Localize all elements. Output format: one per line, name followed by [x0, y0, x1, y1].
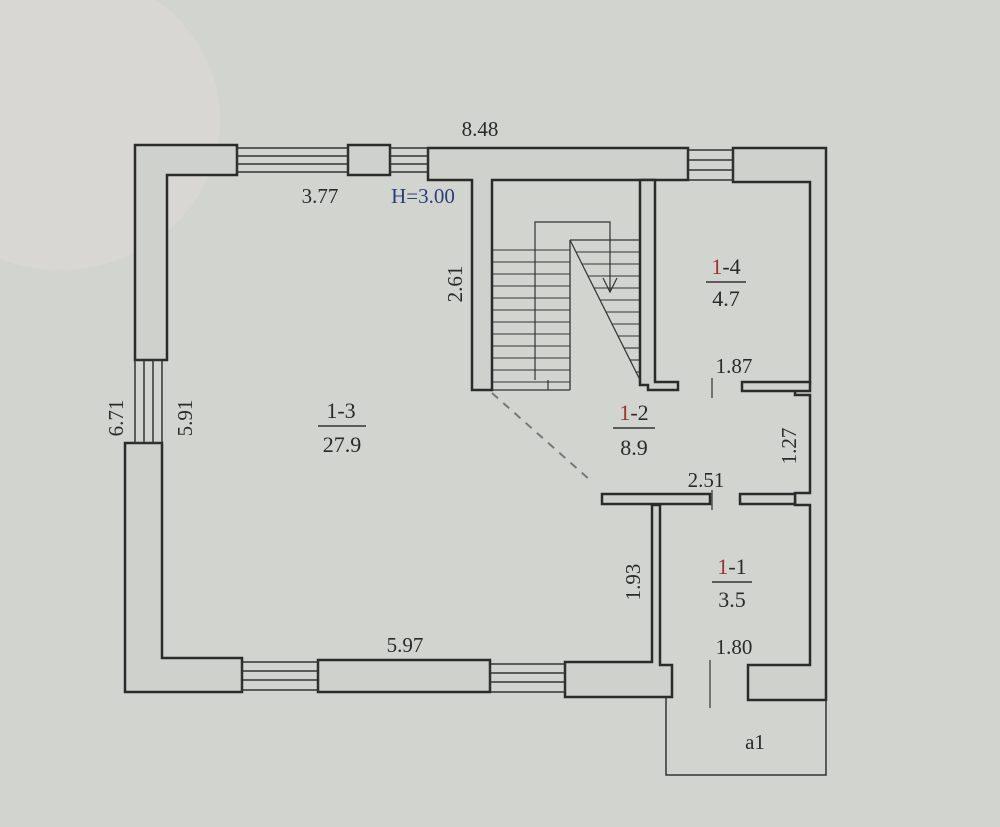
room-1-1-id: 1-1 — [717, 554, 746, 579]
window-bottom-left — [241, 661, 319, 691]
dim-corridor-width: 2.51 — [688, 468, 725, 492]
dim-room4-width: 1.87 — [716, 354, 753, 378]
room-1-3-id: 1-3 — [326, 398, 355, 423]
room-1-2: 1-2 8.9 — [613, 400, 655, 460]
dim-top-inner: 3.77 — [302, 184, 339, 208]
dim-top-outer: 8.48 — [462, 117, 499, 141]
entrance-porch — [665, 697, 827, 776]
walls — [123, 143, 828, 702]
room-1-1-area: 3.5 — [718, 587, 746, 612]
room-1-3: 1-3 27.9 — [318, 398, 366, 457]
height-label: H=3.00 — [391, 184, 455, 208]
room-1-1: 1-1 3.5 — [712, 554, 752, 612]
wall-bottom-pier — [316, 658, 492, 694]
dim-room1-height: 1.93 — [621, 564, 645, 601]
wall-room1-top-left — [600, 492, 712, 506]
dim-bottom-inner: 5.97 — [387, 633, 424, 657]
window-top-right — [687, 149, 734, 181]
dim-left-inner: 5.91 — [173, 400, 197, 437]
window-top-center — [389, 147, 429, 173]
room-1-4-area: 4.7 — [712, 286, 740, 311]
stairs — [492, 239, 640, 391]
wall-stair-right — [638, 178, 680, 392]
dim-corridor-height: 1.27 — [777, 428, 801, 465]
window-top-left — [236, 147, 349, 173]
wall-top-pier — [346, 143, 392, 177]
room-1-4-id: 1-4 — [711, 254, 740, 279]
windows — [134, 147, 734, 693]
wall-room4-bottom — [740, 380, 812, 393]
wall-room1-top-right — [738, 492, 797, 506]
dim-stair-height: 2.61 — [443, 266, 467, 303]
entrance-label: a1 — [745, 730, 765, 754]
dim-room1-width: 1.80 — [716, 635, 753, 659]
room-1-2-id: 1-2 — [619, 400, 648, 425]
room-1-4: 1-4 4.7 — [706, 254, 746, 311]
dashed-boundary-line — [491, 392, 591, 481]
room-1-2-area: 8.9 — [620, 435, 648, 460]
stair-steps — [492, 249, 640, 383]
stair-direction-arrow — [534, 221, 641, 390]
dim-left-outer: 6.71 — [104, 400, 128, 437]
wall-bottom-right — [563, 503, 674, 699]
room-1-3-area: 27.9 — [323, 432, 362, 457]
window-left — [134, 359, 163, 444]
window-bottom-right — [489, 663, 566, 693]
